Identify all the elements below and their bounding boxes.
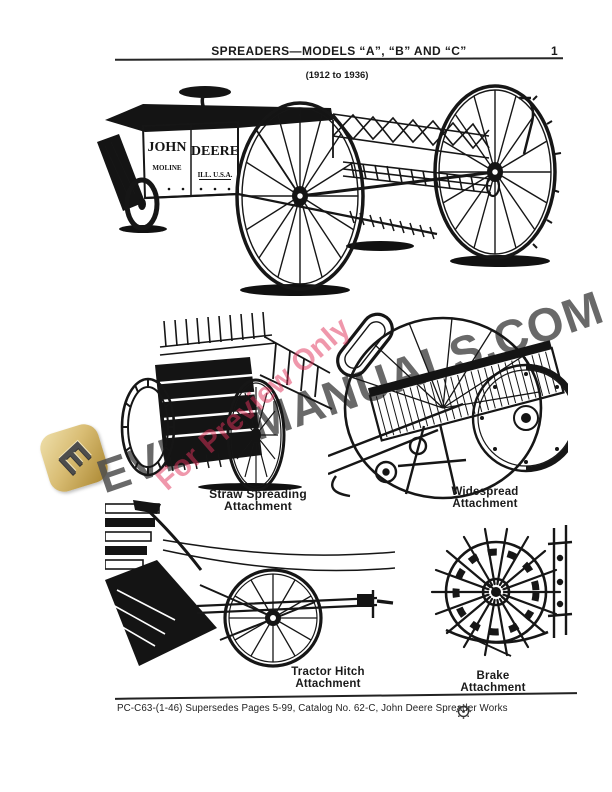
hitch-wheel xyxy=(223,568,323,668)
disc-wheel xyxy=(471,363,568,473)
caption-brake: Brake Attachment xyxy=(460,670,526,694)
caption-tractor-hitch: Tractor Hitch Attachment xyxy=(291,666,365,690)
tractor-hitch-illustration xyxy=(105,500,395,668)
rear-wheel-arc xyxy=(343,316,543,500)
footer-rule xyxy=(115,692,577,700)
chain-loop xyxy=(336,312,394,378)
tine-rack xyxy=(159,311,277,356)
spreader-front xyxy=(105,500,217,666)
reins xyxy=(162,539,395,572)
page-title: SPREADERS—MODELS “A”, “B” AND “C” xyxy=(211,44,467,58)
union-bug-icon xyxy=(456,704,471,719)
year-range-subtitle: (1912 to 1936) xyxy=(305,70,369,81)
sign-moline: MOLINE xyxy=(152,164,182,172)
straw-spreading-illustration xyxy=(120,311,333,492)
frame xyxy=(328,402,467,498)
main-wheel xyxy=(226,378,286,492)
brake-bracket xyxy=(547,525,573,638)
footer-imprint: PC-C63-(1-46) Supersedes Pages 5-99, Cat… xyxy=(117,703,508,714)
body xyxy=(155,357,262,467)
sign-john: JOHN xyxy=(148,140,187,155)
brake-band xyxy=(445,628,549,644)
caption-straw-line1: Straw Spreading xyxy=(209,487,307,501)
caption-straw-spreading: Straw Spreading Attachment xyxy=(196,488,320,512)
left-wheel xyxy=(235,101,365,291)
logo-letter: E xyxy=(50,434,99,482)
front-wheel xyxy=(124,177,160,231)
lattice-rail xyxy=(332,113,490,159)
caption-straw-line2: Attachment xyxy=(223,499,292,513)
john-deere-sign: JOHN DEERE MOLINE ILL. U.S.A. xyxy=(141,120,239,200)
beater xyxy=(342,161,501,198)
right-wheel xyxy=(433,84,562,260)
caption-widespread: Widespread Attachment xyxy=(451,486,519,510)
header-rule xyxy=(114,57,564,61)
widespread-illustration xyxy=(328,312,568,500)
page-number: 1 xyxy=(551,44,558,58)
sign-deere: DEERE xyxy=(191,144,239,159)
side-rack xyxy=(259,336,333,410)
lugged-wheel xyxy=(120,377,176,477)
brake-illustration xyxy=(430,525,573,657)
sign-ill-usa: ILL. U.S.A. xyxy=(198,171,233,179)
main-spreader-illustration: JOHN DEERE MOLINE ILL. U.S.A. xyxy=(97,84,562,296)
lever xyxy=(519,96,535,155)
